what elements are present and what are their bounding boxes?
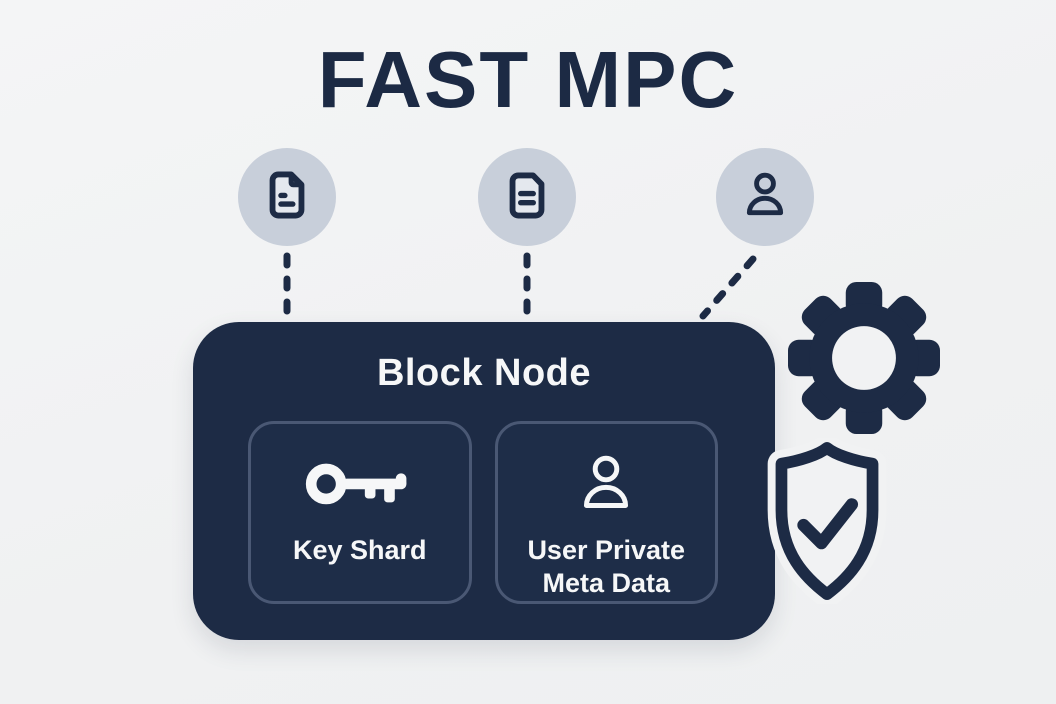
key-icon: [302, 448, 418, 518]
document-icon: [499, 167, 555, 228]
gear-icon: [788, 282, 940, 434]
user-private-meta-data-label: User Private Meta Data: [527, 535, 686, 598]
source-node-document-1: [238, 148, 336, 246]
shield-check-icon: [758, 434, 896, 608]
block-node-cards: Key Shard User Private Meta Data: [248, 421, 718, 604]
document-icon: [259, 167, 315, 228]
source-node-user: [716, 148, 814, 246]
user-icon: [571, 448, 641, 518]
block-node-container: Block Node Key Shard: [193, 322, 775, 640]
user-private-meta-data-card: User Private Meta Data: [494, 421, 718, 604]
key-shard-label: Key Shard: [292, 535, 427, 565]
block-node-title: Block Node: [376, 352, 592, 394]
source-node-document-2: [478, 148, 576, 246]
user-icon: [737, 167, 793, 228]
page-title: FAST MPC: [317, 35, 739, 124]
key-shard-card: Key Shard: [248, 421, 472, 604]
